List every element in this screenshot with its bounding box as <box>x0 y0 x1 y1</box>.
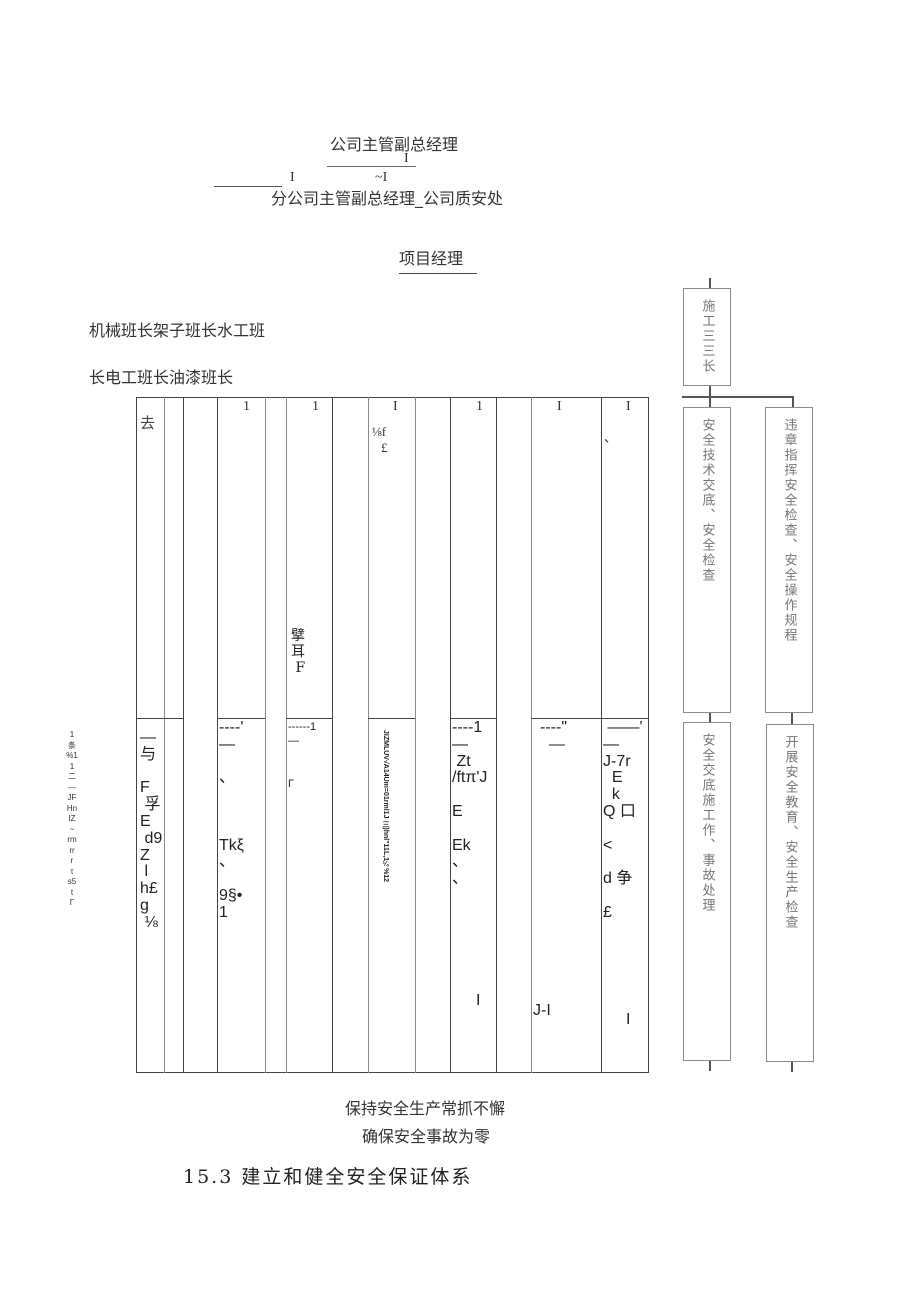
org-box-mid-right: 违章指挥安全检查、安全操作规程 <box>765 407 813 713</box>
org-box-label: 开展安全教育、安全生产检查 <box>782 735 798 930</box>
margin-glyph: JF <box>67 793 77 802</box>
margin-glyph: ~ <box>69 824 75 834</box>
slogan-line-2: 确保安全事故为零 <box>362 1127 491 1146</box>
cell-text: £ <box>381 440 388 455</box>
cell-text: — 与 F 孚 E d9 Z l h£ g ⅛ <box>140 729 163 931</box>
col-line <box>217 397 218 1073</box>
col-line <box>450 397 451 1073</box>
col-line <box>332 397 333 1073</box>
org-connector <box>709 1061 711 1071</box>
margin-glyph: %1 <box>66 751 78 760</box>
org-box-label: 安全技术交底、安全检查 <box>699 418 715 583</box>
connector-underline <box>404 166 416 167</box>
org-box-mid-left: 安全技术交底、安全检查 <box>683 407 731 713</box>
cell-text: 去 <box>140 414 156 432</box>
column-tick: 1 <box>243 399 250 414</box>
row-divider <box>286 718 332 719</box>
col-line <box>368 397 369 1073</box>
cell-text: I <box>476 992 481 1009</box>
row-divider <box>217 718 265 719</box>
section-heading: 15.3 建立和健全安全保证体系 <box>183 1166 473 1188</box>
org-connector <box>709 713 711 723</box>
org-box-label: 施工三三长 <box>699 299 715 374</box>
col-line <box>415 397 416 1073</box>
col-line <box>164 397 165 1073</box>
col-line <box>531 397 532 1073</box>
col-line <box>136 397 137 1073</box>
org-connector <box>791 713 793 725</box>
cell-text: J-I <box>533 1002 551 1019</box>
team-leads-line-1: 机械班长架子班长水工班 <box>89 321 266 340</box>
margin-text-column: 1 条 %1 1 二 — JF Hn IZ ~ rm rr r τ s5 t Γ <box>60 730 84 909</box>
org-connector-horizontal <box>682 396 794 398</box>
org-box-bottom-right: 开展安全教育、安全生产检查 <box>766 724 814 1062</box>
column-tick: I <box>557 399 562 414</box>
col-line <box>286 397 287 1073</box>
project-manager-title: 项目经理 <box>399 245 477 274</box>
margin-glyph: Γ <box>69 898 75 907</box>
team-leads-line-2: 长电工班长油漆班长 <box>89 368 234 387</box>
margin-glyph: s5 <box>67 877 77 886</box>
margin-glyph: 条 <box>68 740 76 750</box>
cell-text: 、 <box>604 430 618 445</box>
cell-text: ------1 — Γ <box>288 721 317 791</box>
cell-text: 擘 耳 F <box>291 628 306 677</box>
row-divider <box>368 718 415 719</box>
margin-glyph: rm <box>67 835 77 844</box>
row-divider <box>136 718 183 719</box>
org-connector <box>791 1062 793 1072</box>
branch-manager-and-safety-dept: 分公司主管副总经理_公司质安处 <box>271 189 504 208</box>
connector-mark-top: I <box>404 151 409 166</box>
margin-glyph: Hn <box>66 803 78 813</box>
column-tick: 1 <box>476 399 483 414</box>
col-line <box>648 397 649 1073</box>
cell-text: ⅛f <box>372 424 387 439</box>
org-box-top: 施工三三长 <box>683 288 731 386</box>
connector-line-left <box>214 186 282 187</box>
margin-glyph: — <box>68 782 76 792</box>
margin-glyph: τ <box>70 866 74 876</box>
connector-mark-mid: ~I <box>375 170 388 185</box>
margin-glyph: 1 <box>69 730 75 739</box>
column-tick: I <box>626 399 631 414</box>
cell-text: I <box>626 1011 631 1028</box>
margin-glyph: r <box>70 856 74 865</box>
margin-glyph: t <box>70 887 74 897</box>
rotated-cell-text: JIZMLUV√A14Um=01rml1J 三)hnl"11L,1¼%12 <box>382 730 389 883</box>
row-divider <box>450 718 496 719</box>
col-line <box>183 397 184 1073</box>
cell-text: ----' — 、 Tkξ 、 9§• 1 <box>219 719 244 921</box>
table-bottom-border <box>136 1072 649 1073</box>
org-box-bottom-left: 安全交底施工作、事故处理 <box>683 722 731 1061</box>
margin-glyph: 二 <box>68 772 76 781</box>
org-connector <box>709 278 711 290</box>
connector-mark-left: I <box>290 170 295 185</box>
cell-text: ——' — J-7r E k Q 口 < d 争 £ <box>603 719 643 921</box>
table-top-border <box>136 397 649 398</box>
org-box-label: 安全交底施工作、事故处理 <box>699 733 715 913</box>
margin-glyph: 1 <box>69 761 75 771</box>
cell-text: ----1 — Zt /ftπ'J E Ek 、 、 <box>452 719 488 888</box>
column-tick: I <box>393 399 398 414</box>
col-line <box>265 397 266 1073</box>
col-line <box>601 397 602 1073</box>
cell-text: ----" — <box>540 719 567 753</box>
connector-line-top <box>327 166 405 167</box>
slogan-line-1: 保持安全生产常抓不懈 <box>345 1099 506 1118</box>
row-divider <box>601 718 648 719</box>
org-box-label: 违章指挥安全检查、安全操作规程 <box>781 418 797 643</box>
row-divider <box>531 718 601 719</box>
margin-glyph: rr <box>69 845 75 855</box>
margin-glyph: IZ <box>68 814 76 823</box>
top-manager-title: 公司主管副总经理 <box>330 135 459 154</box>
column-tick: 1 <box>312 399 319 414</box>
col-line <box>496 397 497 1073</box>
org-connector <box>792 396 794 408</box>
